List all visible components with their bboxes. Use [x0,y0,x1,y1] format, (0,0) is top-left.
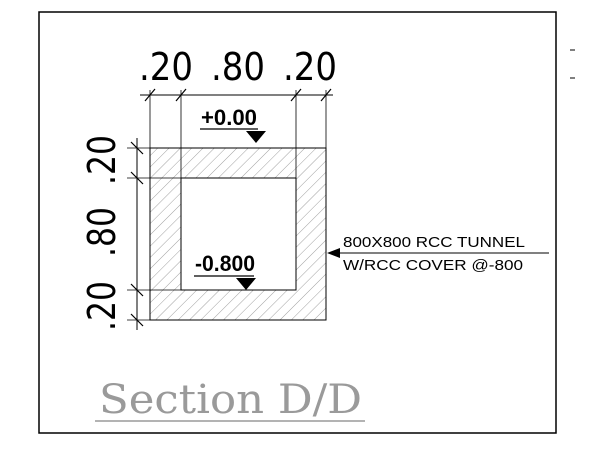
tunnel-outer-edge [149,147,327,321]
level-inner-label: -0.800 [195,251,255,276]
dim-top-1: .20 [139,45,193,89]
dim-top-3: .20 [283,45,337,89]
dim-left-2: .80 [80,207,124,257]
left-dimension [127,138,181,330]
top-dimension [140,88,333,178]
tunnel-inner-edge [180,177,297,291]
level-inner-triangle-icon [236,278,256,290]
dim-top-2: .80 [211,45,265,89]
tunnel-wall [150,148,326,320]
dim-left-1: .20 [80,135,124,185]
level-top-triangle-icon [246,131,266,143]
note-line-2: W/RCC COVER @-800 [343,257,523,274]
section-title: Section D/D [99,377,362,423]
note-arrow-icon [327,248,340,258]
level-top-label: +0.00 [201,105,257,130]
dim-left-3: .20 [80,281,124,331]
drawing-border [38,11,557,434]
note-line-1: 800X800 RCC TUNNEL [343,234,525,251]
